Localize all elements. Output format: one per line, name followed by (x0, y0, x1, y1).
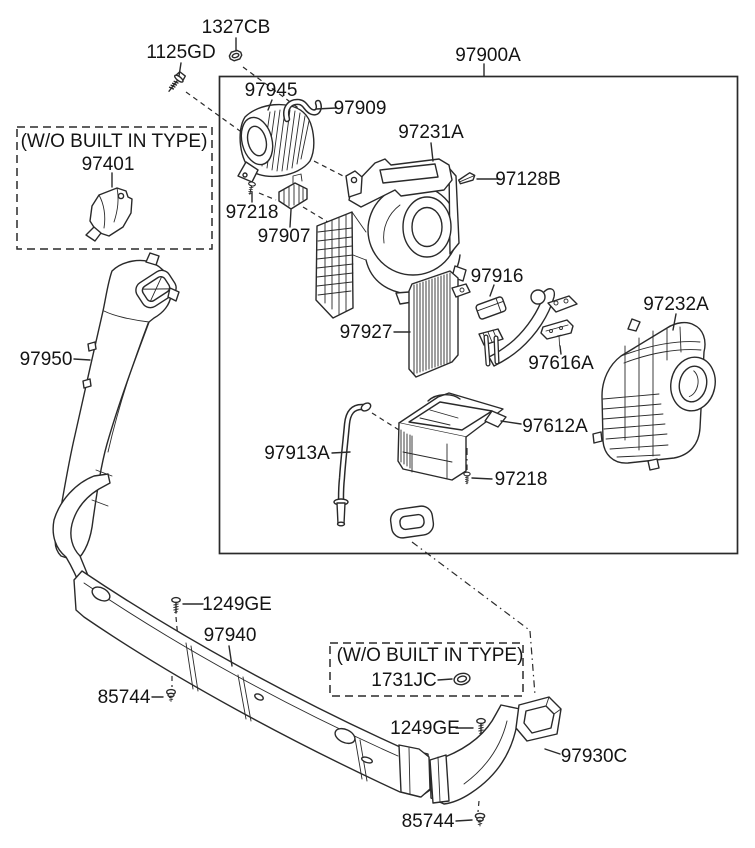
part-label-1249GE-1: 1249GE (202, 594, 272, 615)
part-97927-evaporator-drawing (408, 270, 471, 378)
option-box-bottom (329, 642, 524, 697)
part-label-85744-1: 85744 (98, 687, 151, 708)
option-note-bottom: (W/O BUILT IN TYPE) (337, 645, 524, 666)
part-label-97401: 97401 (82, 154, 135, 175)
part-label-97950: 97950 (20, 349, 73, 370)
part-97232A-cover-drawing (592, 318, 716, 471)
screw-icon-85744-2 (474, 812, 486, 827)
part-97401-actuator-drawing (85, 187, 133, 242)
assembly-box-97900A (218, 63, 739, 555)
part-97940-beam-drawing (52, 473, 431, 798)
part-label-97913A: 97913A (264, 443, 330, 464)
screw-icon-97218-bottom (463, 471, 471, 485)
part-label-97612A: 97612A (522, 416, 588, 437)
screw-icon-85744-1 (165, 688, 177, 703)
part-label-97616A: 97616A (528, 353, 594, 374)
part-97916-sensor-drawing (475, 296, 507, 320)
part-label-97909: 97909 (334, 98, 387, 119)
aspirator-hose-drawing (478, 288, 578, 367)
part-label-97930C: 97930C (561, 746, 628, 767)
part-97231A-case-drawing (315, 158, 467, 319)
bolt-icon-1125GD (168, 71, 186, 92)
part-97907-cover-drawing (278, 173, 308, 210)
part-label-97916: 97916 (471, 266, 524, 287)
part-97913A-drain-hose-drawing (333, 402, 372, 527)
part-97930C-duct-drawing (429, 696, 562, 805)
part-label-97900A: 97900A (455, 45, 521, 66)
part-label-1327CB: 1327CB (202, 17, 271, 38)
option-box-top (16, 126, 213, 250)
part-label-97940: 97940 (204, 625, 257, 646)
nut-icon-1327CB (228, 49, 243, 62)
part-label-97945: 97945 (245, 80, 298, 101)
part-label-1125GD: 1125GD (146, 42, 215, 63)
screw-icon-97218-top (245, 180, 257, 196)
screw-icon-1249GE-1 (171, 596, 181, 614)
part-label-97232A: 97232A (643, 294, 709, 315)
part-label-97218-bottom: 97218 (495, 469, 548, 490)
screw-icon-97616A (556, 334, 562, 347)
part-97612A-lower-case-drawing (397, 392, 507, 481)
part-97616A-clip-drawing (540, 319, 574, 347)
part-label-1249GE-2: 1249GE (390, 718, 460, 739)
option-note-top: (W/O BUILT IN TYPE) (21, 131, 208, 152)
part-97945-blower-drawing (237, 103, 315, 183)
duct-seal-gasket-drawing (389, 505, 435, 539)
clip-icon-97128B (457, 172, 476, 185)
part-label-97218-top: 97218 (226, 202, 279, 223)
part-97909-hose-drawing (283, 98, 322, 123)
part-label-1731JC: 1731JC (371, 670, 437, 691)
part-label-97907: 97907 (258, 226, 311, 247)
part-label-97231A: 97231A (398, 122, 464, 143)
part-label-97128B: 97128B (495, 169, 561, 190)
part-label-85744-2: 85744 (402, 811, 455, 832)
leader-lines (73, 37, 677, 822)
grommet-icon-1731JC (453, 672, 471, 686)
part-label-97927: 97927 (340, 322, 393, 343)
